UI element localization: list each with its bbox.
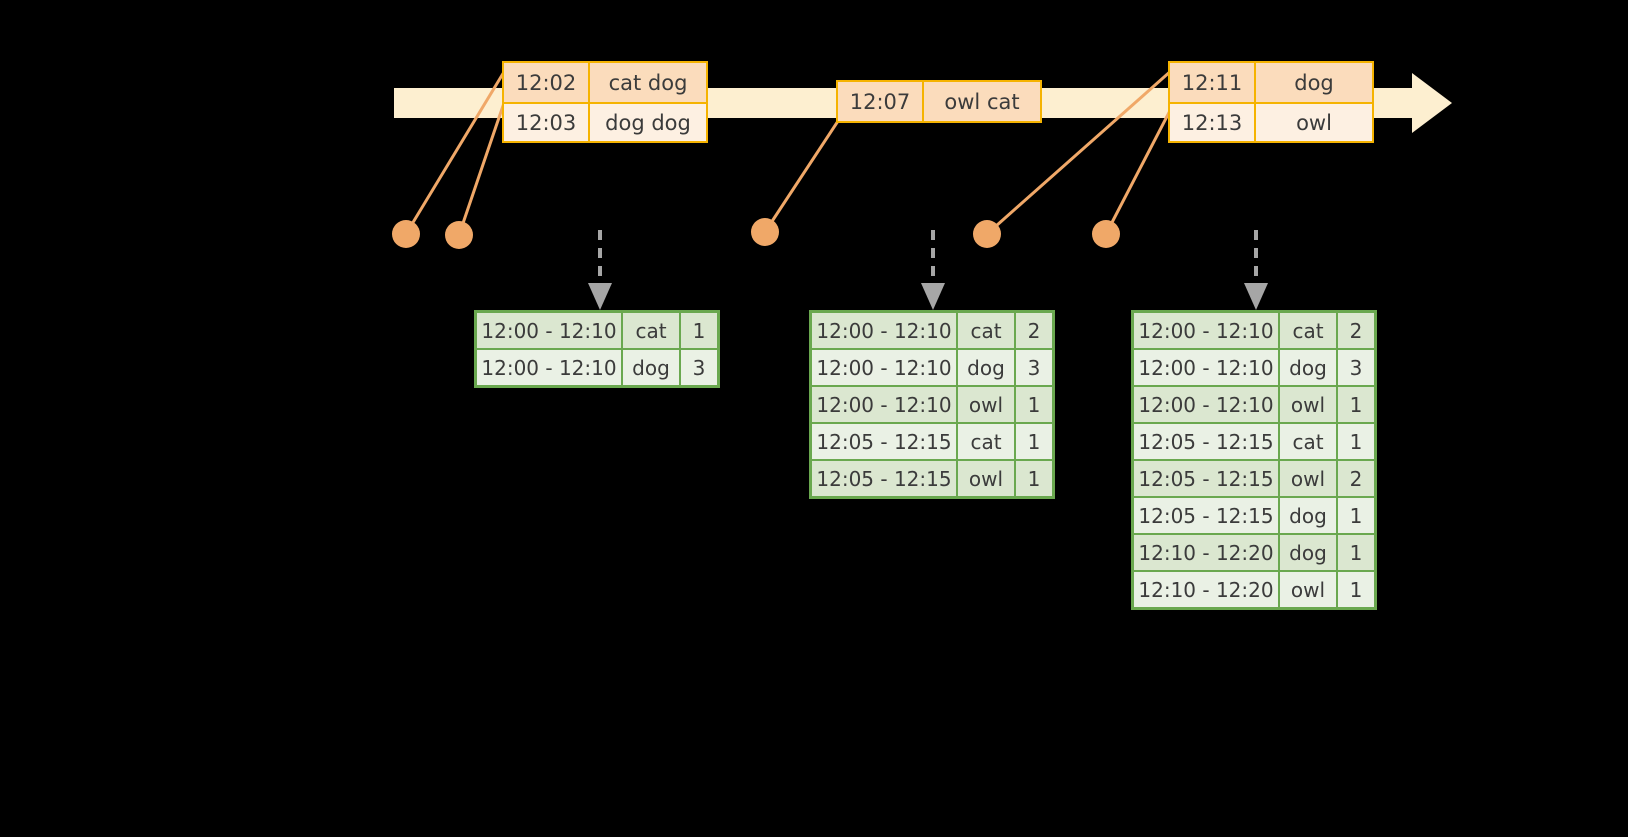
count-cell: 1: [1338, 498, 1374, 533]
window-cell: 12:00 - 12:10: [1134, 350, 1278, 385]
key-cell: dog: [623, 350, 679, 385]
event-time: 12:11: [1170, 63, 1256, 102]
event-words: owl cat: [944, 89, 1020, 114]
key-cell: dog: [1280, 498, 1336, 533]
event-words: owl: [1296, 110, 1332, 135]
down-arrow-1: [588, 230, 612, 310]
key-cell: dog: [1280, 350, 1336, 385]
key-cell: owl: [958, 461, 1014, 496]
window-cell: 12:05 - 12:15: [812, 424, 956, 459]
connector-line: [763, 117, 842, 233]
window-cell: 12:00 - 12:10: [812, 350, 956, 385]
count-cell: 3: [1016, 350, 1052, 385]
window-cell: 12:05 - 12:15: [1134, 498, 1278, 533]
down-arrow-2: [921, 230, 945, 310]
event-time: 12:07: [838, 82, 924, 121]
count-cell: 2: [1338, 461, 1374, 496]
key-cell: cat: [958, 424, 1014, 459]
key-cell: owl: [958, 387, 1014, 422]
count-cell: 1: [1338, 535, 1374, 570]
window-cell: 12:00 - 12:10: [477, 350, 621, 385]
event-row: 12:02 cat dog: [504, 63, 706, 102]
event-box-2[interactable]: 12:07 owl cat: [836, 80, 1042, 123]
window-cell: 12:10 - 12:20: [1134, 572, 1278, 607]
event-time: 12:03: [504, 104, 590, 141]
count-cell: 2: [1338, 313, 1374, 348]
window-cell: 12:00 - 12:10: [477, 313, 621, 348]
down-arrow-3: [1244, 230, 1268, 310]
window-cell: 12:00 - 12:10: [812, 313, 956, 348]
connector-line: [457, 99, 507, 236]
event-words: cat dog: [608, 70, 688, 95]
event-time: 12:13: [1170, 104, 1256, 141]
window-cell: 12:05 - 12:15: [812, 461, 956, 496]
key-cell: owl: [1280, 461, 1336, 496]
window-cell: 12:05 - 12:15: [1134, 461, 1278, 496]
connector-dot-1[interactable]: [392, 220, 420, 248]
connector-line: [1104, 100, 1177, 235]
count-cell: 1: [1016, 387, 1052, 422]
event-row: 12:03 dog dog: [504, 102, 706, 141]
window-cell: 12:00 - 12:10: [1134, 313, 1278, 348]
event-words: dog: [1294, 70, 1334, 95]
event-box-1[interactable]: 12:02 cat dog 12:03 dog dog: [502, 61, 708, 143]
window-cell: 12:05 - 12:15: [1134, 424, 1278, 459]
key-cell: dog: [958, 350, 1014, 385]
count-cell: 1: [1338, 387, 1374, 422]
count-cell: 1: [1016, 461, 1052, 496]
event-row: 12:13 owl: [1170, 102, 1372, 141]
count-cell: 3: [1338, 350, 1374, 385]
count-cell: 1: [1338, 424, 1374, 459]
count-cell: 1: [681, 313, 717, 348]
connector-dot-2[interactable]: [445, 221, 473, 249]
window-cell: 12:00 - 12:10: [1134, 387, 1278, 422]
count-cell: 3: [681, 350, 717, 385]
event-time: 12:02: [504, 63, 590, 102]
connector-dot-5[interactable]: [1092, 220, 1120, 248]
event-box-3[interactable]: 12:11 dog 12:13 owl: [1168, 61, 1374, 143]
window-cell: 12:10 - 12:20: [1134, 535, 1278, 570]
event-words: dog dog: [605, 110, 691, 135]
key-cell: cat: [1280, 424, 1336, 459]
key-cell: owl: [1280, 387, 1336, 422]
count-cell: 1: [1338, 572, 1374, 607]
key-cell: dog: [1280, 535, 1336, 570]
event-row: 12:07 owl cat: [838, 82, 1040, 121]
count-cell: 2: [1016, 313, 1052, 348]
timeline-arrowhead-icon: [1412, 73, 1452, 133]
key-cell: cat: [958, 313, 1014, 348]
key-cell: cat: [1280, 313, 1336, 348]
window-cell: 12:00 - 12:10: [812, 387, 956, 422]
key-cell: cat: [623, 313, 679, 348]
event-row: 12:11 dog: [1170, 63, 1372, 102]
connector-dot-3[interactable]: [751, 218, 779, 246]
count-cell: 1: [1016, 424, 1052, 459]
key-cell: owl: [1280, 572, 1336, 607]
